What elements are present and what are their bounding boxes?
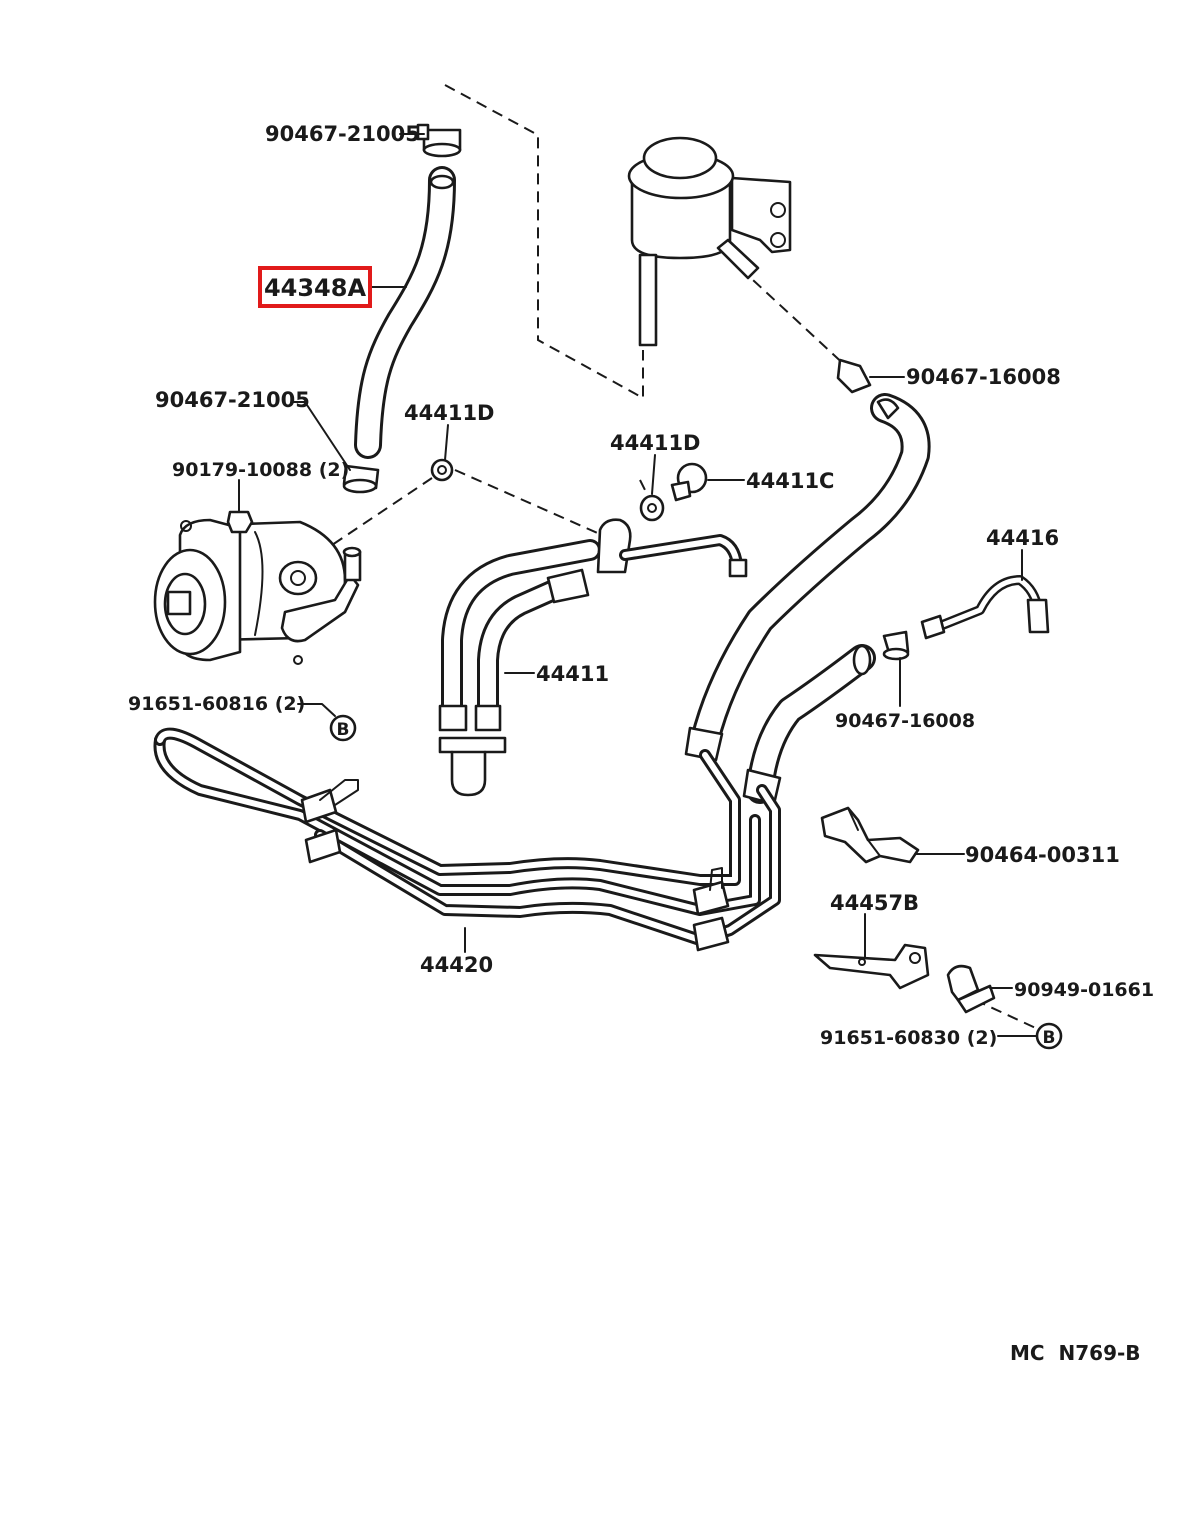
- part-labels: 90467-21005 44348A 90467-21005 44411D 90…: [128, 122, 1154, 1365]
- label-clamp-lower: 90467-16008: [835, 710, 975, 732]
- return-hose-44348a: [354, 166, 456, 459]
- clamp-cushion-90949: [946, 964, 996, 1014]
- gasket-left: [430, 458, 454, 482]
- hose-clamp-reservoir: [836, 358, 900, 420]
- label-hose-clamp-mid: 90467-21005: [155, 388, 310, 412]
- power-steering-pump: [153, 518, 362, 665]
- label-return-hose: 44348A: [264, 274, 366, 302]
- diagram-code: MC N769-B: [1010, 1341, 1141, 1365]
- pressure-hose-44411: [438, 518, 748, 797]
- clamp-clip-90464: [820, 806, 920, 864]
- hose-clamp-mid: [342, 464, 380, 494]
- reservoir-return-hose: [684, 393, 931, 806]
- marker-b-left: B: [329, 714, 357, 742]
- label-pressure-tube: 44416: [986, 526, 1059, 550]
- label-bracket: 44457B: [830, 891, 919, 915]
- bracket-44457b: [813, 943, 930, 990]
- label-hose-clamp-top: 90467-21005: [265, 122, 420, 146]
- label-pressure-hose: 44411: [536, 662, 609, 686]
- label-clamp-reservoir: 90467-16008: [906, 365, 1061, 389]
- reservoir-tank: [627, 136, 792, 347]
- label-clamp-clip: 90464-00311: [965, 843, 1120, 867]
- leader-lines: [238, 133, 1037, 1037]
- label-gasket-right: 44411D: [610, 431, 701, 455]
- label-union-bolt: 44411C: [746, 469, 834, 493]
- pressure-tube-44416: [920, 575, 1050, 640]
- marker-b-right-label: B: [1043, 1028, 1056, 1048]
- marker-b-right: B: [1035, 1022, 1063, 1050]
- gasket-right: [639, 494, 665, 522]
- union-bolt-44411c: [670, 462, 708, 502]
- hose-clamp-top: [416, 123, 462, 158]
- highlight-box: [258, 266, 372, 308]
- label-gasket-left: 44411D: [404, 401, 495, 425]
- label-return-tube: 44420: [420, 953, 493, 977]
- label-bolt-right: 91651-60830 (2): [820, 1027, 997, 1049]
- label-bolt-left: 91651-60816 (2): [128, 693, 305, 715]
- hose-clamp-lower: [882, 630, 910, 661]
- label-pump-bolt: 90179-10088 (2): [172, 459, 349, 481]
- marker-b-left-label: B: [337, 720, 350, 740]
- label-clamp-cushion: 90949-01661: [1014, 979, 1154, 1001]
- return-tube-44420: [153, 727, 781, 952]
